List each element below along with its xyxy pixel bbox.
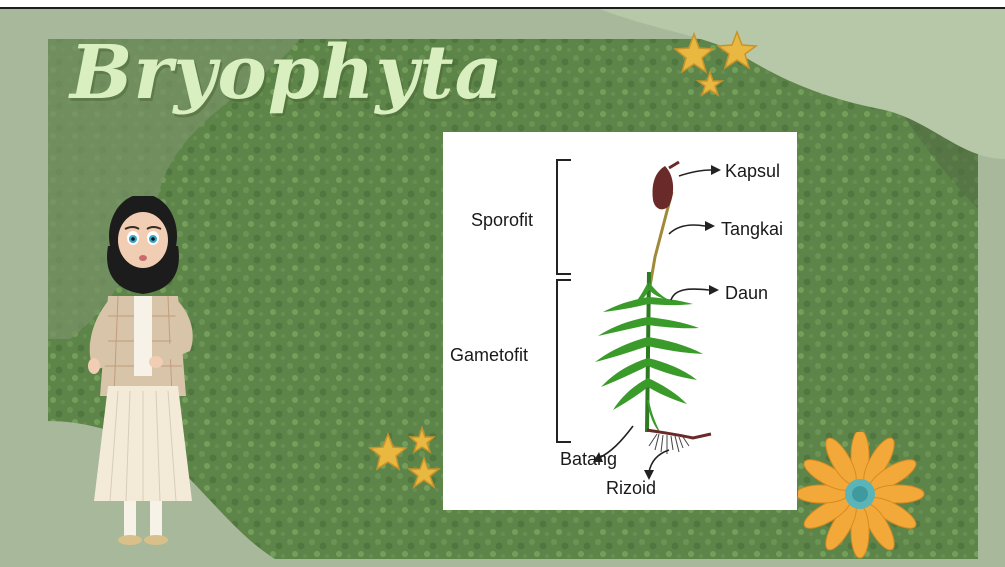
label-tangkai: Tangkai xyxy=(721,220,783,238)
star-icon xyxy=(368,424,448,494)
label-sporofit: Sporofit xyxy=(471,211,533,229)
label-rizoid: Rizoid xyxy=(606,479,656,497)
flower-icon xyxy=(798,432,928,562)
moss-diagram: Kapsul Tangkai Sporofit Daun Gametofit B… xyxy=(443,132,797,510)
label-daun: Daun xyxy=(725,284,768,302)
star-icon xyxy=(670,28,770,108)
label-kapsul: Kapsul xyxy=(725,162,780,180)
moss-plant-illustration xyxy=(443,132,797,510)
slide-title: Bryophyta xyxy=(70,36,504,110)
label-batang: Batang xyxy=(560,450,617,468)
label-gametofit: Gametofit xyxy=(450,346,528,364)
avatar-character xyxy=(78,196,208,551)
